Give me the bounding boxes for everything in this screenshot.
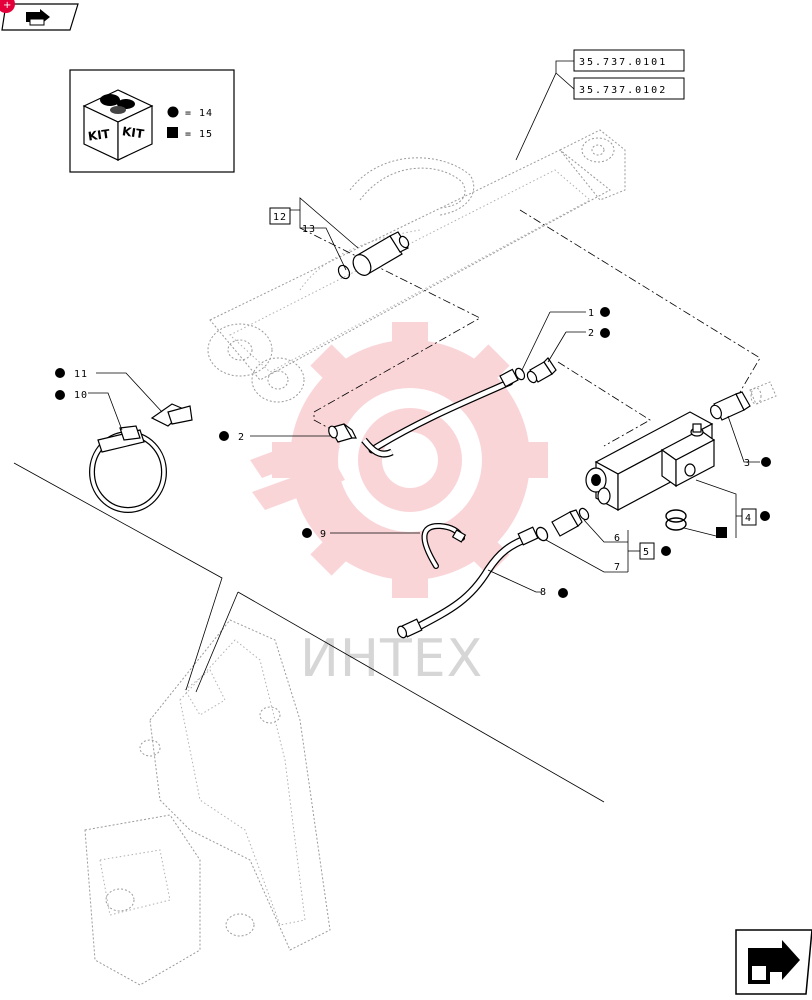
kit-label-right: KIT <box>121 124 145 141</box>
part-11-clip[interactable] <box>150 403 193 427</box>
reference-link-1-text: 35.737.0101 <box>579 57 667 68</box>
kit-circle-legend: = 14 <box>185 108 213 119</box>
callout-12-box <box>269 207 291 225</box>
part-2-adapter-left[interactable] <box>327 423 357 443</box>
section-line-left <box>13 462 223 691</box>
part-1-hose[interactable] <box>361 367 526 458</box>
page-indicator-badge <box>0 0 15 13</box>
callout-11: 11 <box>74 369 88 380</box>
part-9-tube[interactable] <box>421 522 467 569</box>
next-page-button[interactable] <box>735 929 812 995</box>
square-marker-icon <box>167 127 178 138</box>
part-3-adapter[interactable] <box>709 381 777 421</box>
part-10-clamp[interactable] <box>89 425 167 513</box>
callout-5-box <box>639 542 655 560</box>
arrow-forward-icon <box>748 940 800 984</box>
callout-9: 9 <box>320 529 327 540</box>
part-8-hose[interactable] <box>396 526 539 639</box>
callout-13: 13 <box>302 224 316 235</box>
watermark-text: ИНТЕХ <box>300 629 483 689</box>
hidden-line-1 <box>299 227 481 433</box>
boom-cylinder-ghost <box>207 129 626 403</box>
part-5-valve-block[interactable] <box>585 411 716 512</box>
callout-2-left: 2 <box>238 432 245 443</box>
reference-link-2-text: 35.737.0102 <box>579 85 667 96</box>
callout-4-box <box>741 508 757 526</box>
kit-legend-box: KIT KIT = 14 = 15 <box>69 69 235 173</box>
section-line-right <box>237 591 605 803</box>
callout-6: 6 <box>614 533 621 544</box>
callout-8: 8 <box>540 587 547 598</box>
kit-label-left: KIT <box>87 127 111 144</box>
callout-7: 7 <box>614 562 621 573</box>
callout-10: 10 <box>74 390 88 401</box>
hidden-line-2 <box>519 209 761 393</box>
callout-3: 3 <box>744 458 751 469</box>
callout-4: 4 <box>745 513 752 524</box>
prev-page-button[interactable] <box>1 3 79 31</box>
circle-marker-icon <box>167 106 179 118</box>
part-2-adapter-upper[interactable] <box>526 357 557 384</box>
callout-1: 1 <box>588 308 595 319</box>
part-4-seal-kit[interactable] <box>665 509 687 531</box>
part-13-fitting[interactable] <box>336 231 410 281</box>
square-marker-4 <box>716 527 727 538</box>
kit-box-icon: KIT KIT <box>82 89 154 161</box>
reference-link-1[interactable]: 35.737.0101 <box>573 49 685 72</box>
callout-12: 12 <box>273 212 287 223</box>
reference-leader <box>515 60 574 161</box>
kit-square-legend: = 15 <box>185 129 213 140</box>
loader-arm-ghost <box>84 619 331 986</box>
hidden-line-3 <box>557 361 651 447</box>
part-6-fitting[interactable] <box>551 507 590 537</box>
page-indicator-plus-icon: + <box>3 0 11 11</box>
callout-2-upper: 2 <box>588 328 595 339</box>
arrow-back-icon <box>26 9 50 26</box>
callout-5: 5 <box>643 547 650 558</box>
reference-link-2[interactable]: 35.737.0102 <box>573 77 685 100</box>
